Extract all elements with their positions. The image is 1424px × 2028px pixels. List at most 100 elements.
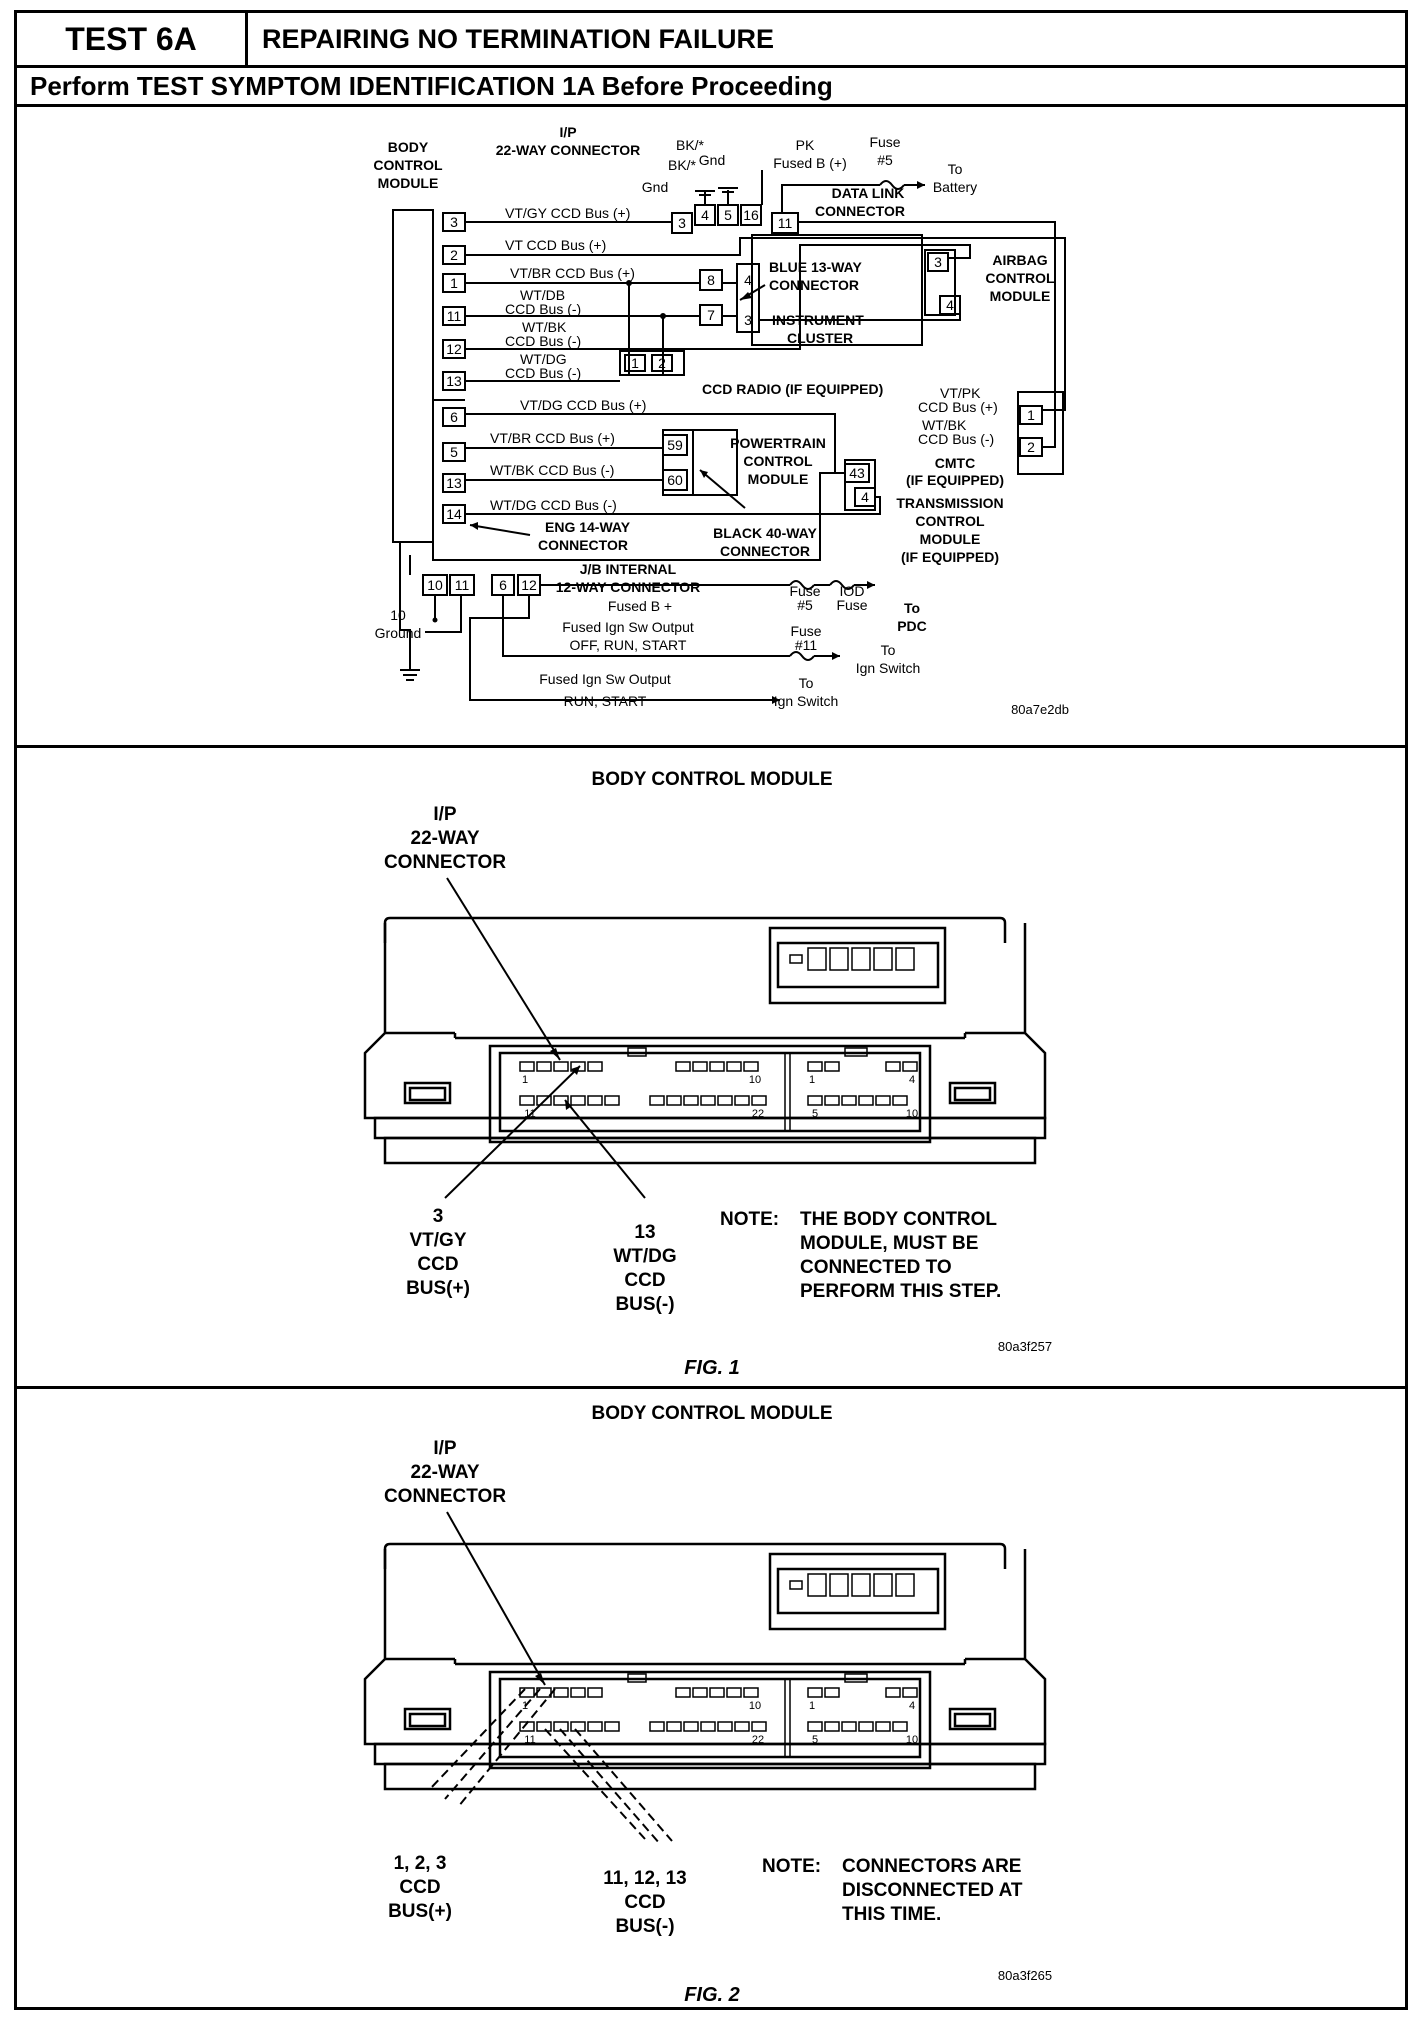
wire-label: PK (796, 137, 815, 153)
pin-callout: WT/DG (613, 1246, 676, 1267)
figure-1: BODY CONTROL MODULE I/P 22-WAY CONNECTOR (363, 769, 1052, 1379)
cavity-number: 10 (906, 1108, 918, 1120)
connector-label: CONNECTOR (384, 852, 506, 873)
jb-connector-label: 12-WAY CONNECTOR (556, 579, 700, 595)
tcm-label: TRANSMISSION (896, 495, 1003, 511)
ip-connector-label: 22-WAY CONNECTOR (496, 142, 640, 158)
figure-caption: FIG. 2 (684, 1984, 740, 2006)
test-id: TEST 6A (17, 13, 248, 65)
fuse-label: Fuse (836, 597, 867, 613)
wire-label: Fused B + (608, 598, 672, 614)
wire-label: Ign Switch (856, 660, 921, 676)
pin-callout: CCD (399, 1877, 440, 1898)
cavity-number: 5 (812, 1108, 818, 1120)
pin-number: 16 (743, 207, 759, 223)
pin-number: 6 (499, 577, 507, 593)
cavity-number: 1 (522, 1074, 528, 1086)
pin-callout: VT/GY (409, 1230, 466, 1251)
prerequisite-bar (14, 65, 1408, 107)
connector-label: I/P (433, 804, 457, 825)
connector-label: CONNECTOR (384, 1486, 506, 1507)
cavity-number: 4 (909, 1700, 915, 1712)
figure-title: BODY CONTROL MODULE (591, 1403, 832, 1424)
connector-label: 22-WAY (411, 1462, 480, 1483)
note-text: THIS TIME. (842, 1904, 941, 1925)
ground-label: 10 (390, 607, 406, 623)
pin-number: 3 (744, 312, 752, 328)
tcm-label: CONTROL (915, 513, 985, 529)
pin-callout: BUS(+) (406, 1278, 470, 1299)
prerequisite-text: Perform TEST SYMPTOM IDENTIFICATION 1A B… (30, 70, 833, 101)
fuse-label: Fuse (790, 623, 821, 639)
pin-number: 11 (455, 577, 470, 593)
cavity-number: 4 (909, 1074, 915, 1086)
wiring-schematic: BODY CONTROL MODULE I/P 22-WAY CONNECTOR… (373, 124, 1069, 717)
cavity-number: 10 (749, 1074, 761, 1086)
figure-title: BODY CONTROL MODULE (591, 769, 832, 790)
blue-connector-label: CONNECTOR (769, 277, 859, 293)
pin-number: 11 (447, 308, 462, 324)
pin-number: 3 (450, 214, 458, 230)
note-text: CONNECTORS ARE (842, 1856, 1021, 1877)
bcm-label: BODY (388, 139, 429, 155)
connector-label: 22-WAY (411, 828, 480, 849)
airbag-label: MODULE (990, 288, 1051, 304)
cavity-number: 1 (809, 1700, 815, 1712)
pin-callout: BUS(+) (388, 1901, 452, 1922)
pin-number: 4 (744, 272, 752, 288)
pin-number: 5 (450, 444, 458, 460)
fuse-label: Fuse (789, 583, 820, 599)
pin-callout: 11, 12, 13 (603, 1868, 686, 1889)
fuse-label: Fuse (869, 134, 900, 150)
pin-number: 4 (946, 297, 954, 313)
pin-number: 7 (707, 307, 715, 323)
pcm-label: POWERTRAIN (730, 435, 826, 451)
wire-label: CCD Bus (-) (918, 431, 994, 447)
dlc-label: DATA LINK (832, 185, 905, 201)
fuse-label: #5 (877, 152, 893, 168)
wire-label: VT/GY CCD Bus (+) (505, 205, 630, 221)
wire-label: VT CCD Bus (+) (505, 237, 606, 253)
wire-label: To (948, 161, 963, 177)
pin-number: 14 (446, 506, 462, 522)
wire-label: BK/* (676, 137, 705, 153)
wire-label: PDC (897, 618, 927, 634)
wire-label: CCD Bus (+) (918, 399, 998, 415)
pin-callout: 3 (433, 1206, 444, 1227)
pin-callout: CCD (417, 1254, 458, 1275)
wire-label: Fused Ign Sw Output (562, 619, 694, 635)
wire-label: Fused B (+) (773, 155, 847, 171)
instrument-cluster-label: CLUSTER (787, 330, 853, 346)
wire-label: VT/BR CCD Bus (+) (510, 265, 635, 281)
airbag-label: AIRBAG (992, 252, 1047, 268)
black-connector-label: CONNECTOR (720, 543, 810, 559)
wire-label: WT/DG (520, 351, 567, 367)
bcm-label: MODULE (378, 175, 439, 191)
pin-number: 6 (450, 409, 458, 425)
cavity-number: 1 (809, 1074, 815, 1086)
note-text: PERFORM THIS STEP. (800, 1281, 1001, 1302)
eng-connector-label: CONNECTOR (538, 537, 628, 553)
wire-label: CCD Bus (-) (505, 301, 581, 317)
pcm-label: MODULE (748, 471, 809, 487)
note-text: CONNECTED TO (800, 1257, 952, 1278)
pin-number: 3 (678, 215, 686, 231)
section-divider (14, 745, 1408, 748)
wire-label: To (881, 642, 896, 658)
wire-label: To (904, 600, 920, 616)
wire-label: VT/DG CCD Bus (+) (520, 397, 646, 413)
cmtc-label: (IF EQUIPPED) (906, 472, 1004, 488)
disconnected-plug-outline (429, 1688, 673, 1845)
tcm-label: MODULE (920, 531, 981, 547)
black-connector-label: BLACK 40-WAY (713, 525, 817, 541)
pin-callout: 13 (634, 1222, 655, 1243)
figure-code: 80a7e2db (1011, 702, 1069, 717)
figure-2: BODY CONTROL MODULE I/P 22-WAY CONNECTOR (363, 1403, 1052, 2006)
pin-number: 1 (450, 275, 458, 291)
figure-code: 80a3f265 (998, 1968, 1052, 1983)
pin-callout: 1, 2, 3 (394, 1853, 447, 1874)
wire-label: Battery (933, 179, 977, 195)
cavity-number: 11 (524, 1734, 535, 1746)
connector-cavities (519, 947, 918, 1131)
wire-label: WT/DG CCD Bus (-) (490, 497, 617, 513)
